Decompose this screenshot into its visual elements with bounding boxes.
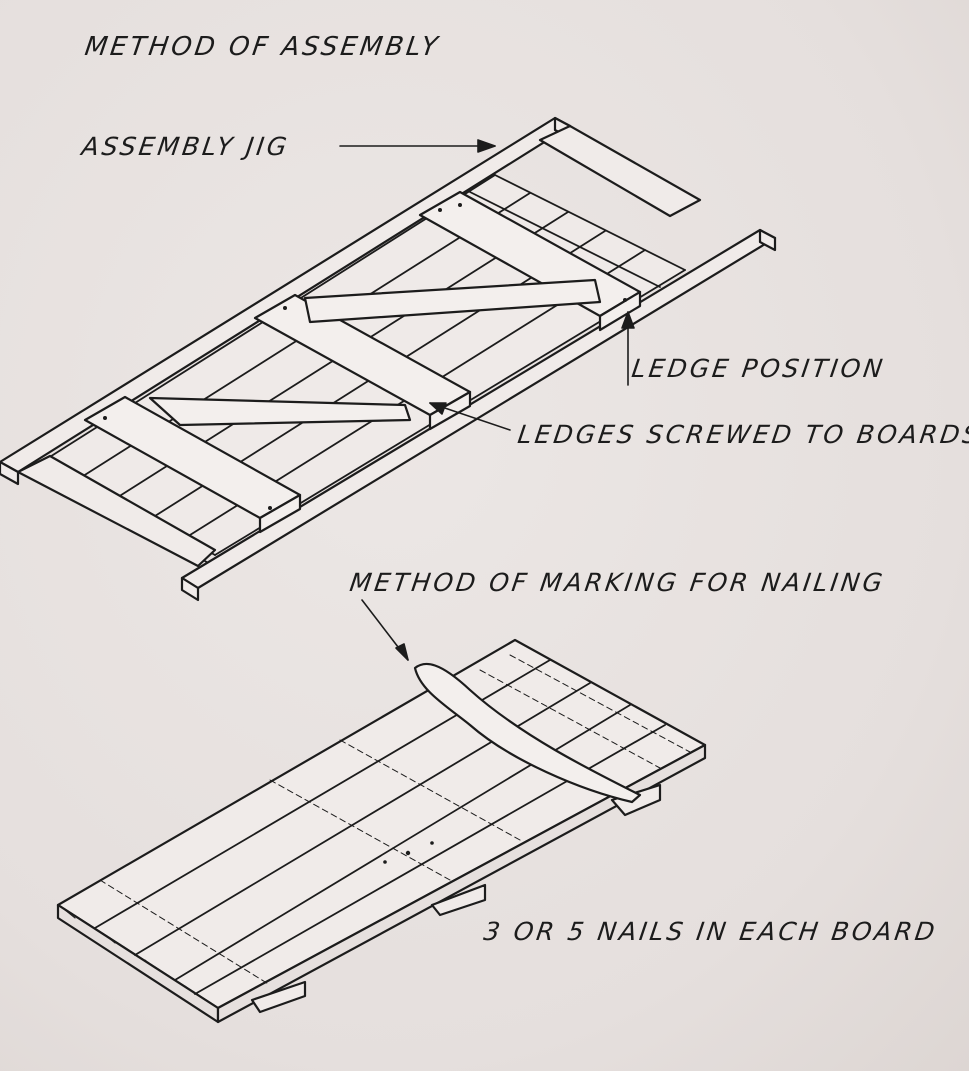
label-method-marking: METHOD OF MARKING FOR NAILING	[347, 568, 888, 597]
assembly-jig-drawing	[0, 116, 777, 602]
nail-dots	[383, 841, 434, 864]
diagram-title: METHOD OF ASSEMBLY	[82, 32, 443, 62]
screw-dots	[103, 203, 627, 510]
label-assembly-jig: ASSEMBLY JIG	[79, 132, 292, 161]
door-end-hatching	[64, 909, 196, 995]
marking-batten	[413, 662, 642, 804]
door-ledges	[250, 783, 662, 1014]
marking-lines	[99, 654, 691, 986]
label-ledges-screwed: LEDGES SCREWED TO BOARDS	[515, 420, 969, 449]
label-nails: 3 OR 5 NAILS IN EACH BOARD	[481, 917, 940, 946]
jig-rails	[0, 116, 777, 602]
marking-drawing	[56, 599, 707, 1024]
door-panel-top	[56, 638, 707, 1010]
marking-arrow	[361, 599, 409, 661]
label-ledge-position: LEDGE POSITION	[629, 354, 888, 383]
jig-arrows	[339, 139, 635, 431]
door-panel-side	[216, 743, 707, 1024]
